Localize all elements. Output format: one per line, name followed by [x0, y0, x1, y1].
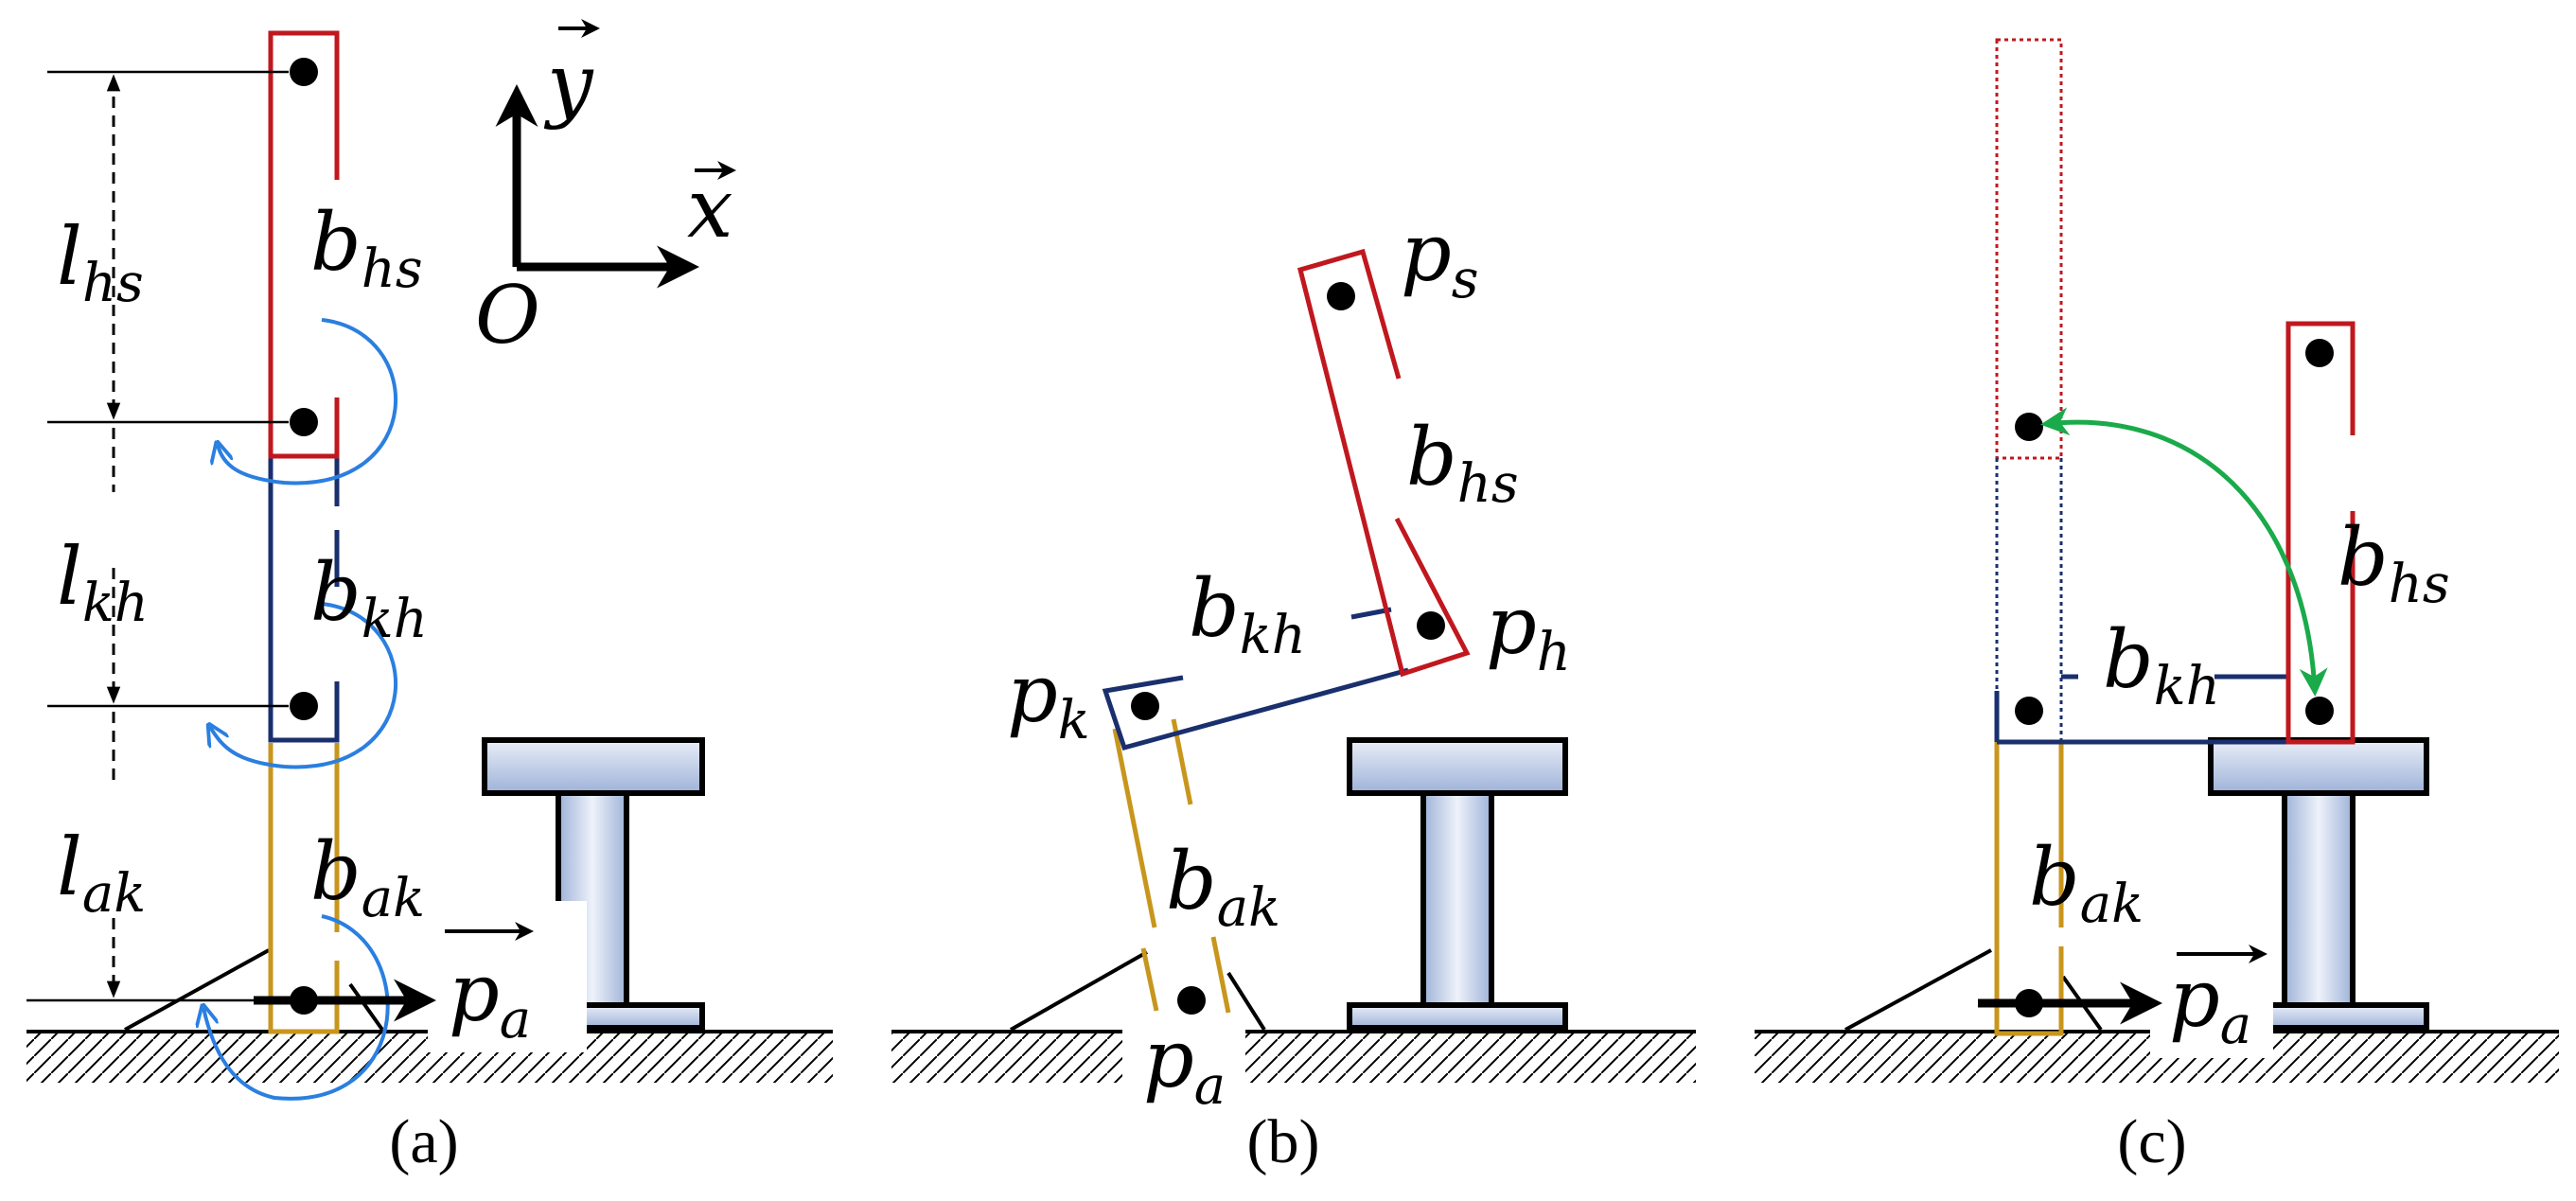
label-l-hs: lhs — [57, 210, 144, 314]
foot-line-c — [1844, 948, 1992, 1032]
link-hs-b — [1297, 248, 1471, 678]
foot-line-a — [124, 948, 270, 1032]
label-b-kh-b: bkh — [1189, 562, 1306, 666]
joint-shoulder-b — [1327, 282, 1355, 310]
point-label-backing-b — [1122, 1011, 1245, 1115]
caption-a: (a) — [389, 1107, 458, 1176]
joint-shoulder-a — [290, 58, 318, 86]
foot-line-a2 — [348, 982, 384, 1032]
dimension-lines-a — [26, 70, 289, 1002]
panel-c: bhs bkh bak pa (c) — [1755, 38, 2559, 1176]
origin-label: O — [475, 269, 540, 362]
caption-c: (c) — [2117, 1107, 2186, 1176]
axis-y-label: y — [543, 37, 594, 132]
joint-hip-a — [290, 408, 318, 436]
joint-hip-c — [2305, 697, 2334, 725]
label-vector-pa-c: pa — [2169, 952, 2251, 1056]
foot-line-b — [1010, 950, 1148, 1032]
label-b-kh-c: bkh — [2103, 613, 2220, 717]
label-p-a-b: pa — [1143, 1013, 1226, 1117]
joint-knee-b — [1131, 692, 1159, 720]
label-p-h: ph — [1486, 579, 1571, 683]
vector-label-backing-a — [428, 901, 587, 1052]
label-b-ak-b: bak — [1166, 835, 1280, 939]
vector-pa-c: pa — [1978, 945, 2267, 1056]
label-p-s: ps — [1401, 206, 1479, 310]
panel-a: lhs lkh lak bhs bkh bak y x O pa (a) — [26, 19, 833, 1176]
panel-b: ps ph pk pa bhs bkh bak (b) — [891, 206, 1696, 1176]
foot-line-b2 — [1226, 971, 1266, 1032]
joint-shoulder-c — [2305, 339, 2334, 367]
joint-ankle-b — [1177, 986, 1206, 1015]
axis-x-label: x — [687, 162, 733, 256]
coordinate-axes: y x O — [475, 19, 736, 362]
ghost-link-hs-c — [1995, 38, 2063, 460]
caption-b: (b) — [1247, 1107, 1320, 1176]
joint-knee-a — [290, 692, 318, 720]
chair-b — [1347, 737, 1568, 1031]
link-ak-c — [1994, 742, 2064, 1036]
label-b-kh-a: bkh — [310, 546, 428, 650]
ghost-joint-hip-c — [2015, 413, 2043, 441]
ground-b — [891, 1030, 1696, 1083]
rotation-arrows-a — [203, 318, 397, 1101]
joint-knee-c — [2015, 697, 2043, 725]
label-b-ak-c: bak — [2029, 831, 2144, 935]
label-vector-pa-a: pa — [449, 946, 531, 1051]
hip-motion-arrow — [2040, 407, 2328, 697]
label-b-hs-c: bhs — [2338, 511, 2450, 615]
label-l-ak: lak — [57, 821, 146, 925]
link-hs-a — [268, 30, 340, 459]
label-l-kh: lkh — [57, 530, 149, 634]
label-b-hs-a: bhs — [310, 196, 423, 300]
label-p-k: pk — [1007, 647, 1090, 751]
vector-label-backing-c — [2150, 897, 2273, 1058]
vector-pa-a: pa — [254, 922, 534, 1051]
label-b-ak-a: bak — [310, 825, 425, 929]
link-kh-a — [268, 454, 340, 743]
joint-hip-b — [1417, 611, 1445, 640]
label-b-hs-b: bhs — [1406, 411, 1519, 515]
